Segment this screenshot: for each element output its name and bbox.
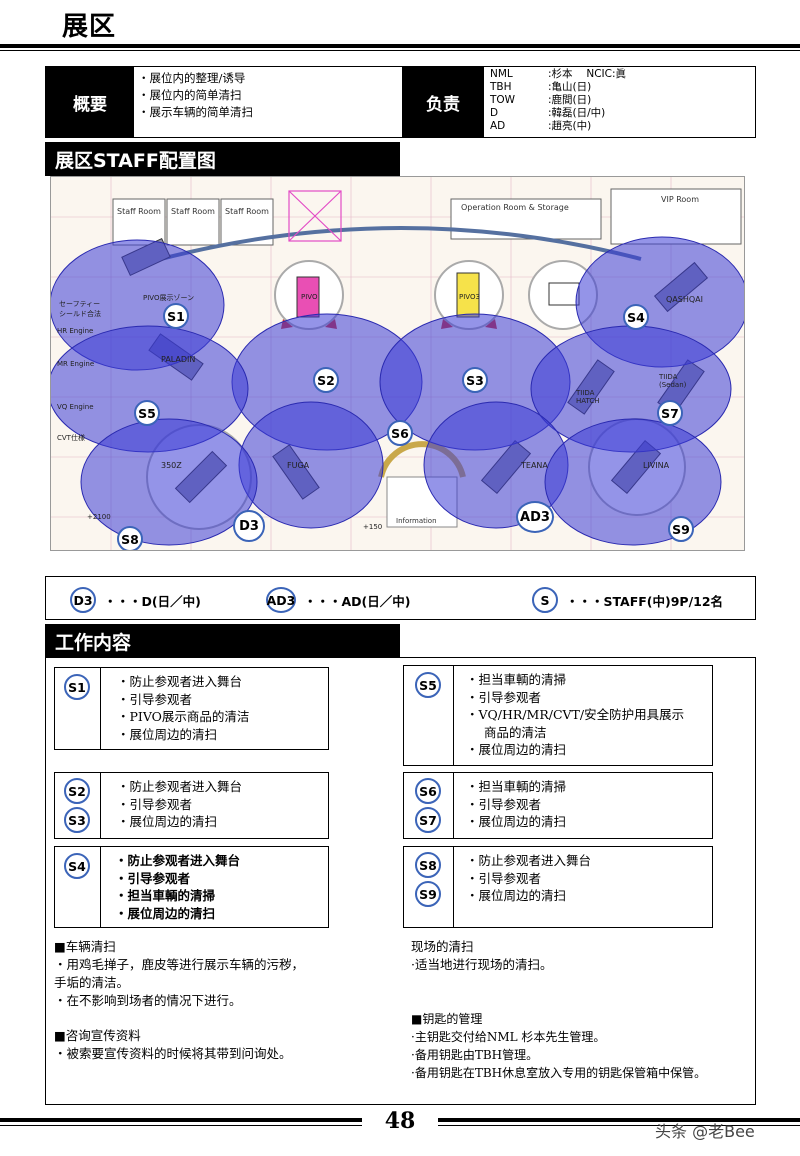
task-badge: S2 bbox=[64, 778, 90, 804]
legend-s: S ・・・STAFF(中)9P/12名 bbox=[532, 587, 723, 613]
tasks-panel: S1 防止参观者进入舞台 引导参观者 PIVO展示商品的清洁 展位周边的清扫 S… bbox=[45, 657, 756, 1105]
floor-plan-svg bbox=[51, 177, 744, 550]
zone-badge-s7: S7 bbox=[657, 400, 683, 426]
map-label: Staff Room bbox=[225, 207, 269, 216]
map-label: MR Engine bbox=[57, 360, 95, 368]
zone-badge-s1: S1 bbox=[163, 303, 189, 329]
footer-rule-right-thick bbox=[438, 1118, 800, 1122]
page-number: 48 bbox=[384, 1108, 416, 1134]
map-label: Staff Room bbox=[171, 207, 215, 216]
task-card-s1: S1 防止参观者进入舞台 引导参观者 PIVO展示商品的清洁 展位周边的清扫 bbox=[54, 667, 329, 750]
legend-ad3: AD3 ・・・AD(日／中) bbox=[266, 587, 410, 613]
task-lines: 防止参观者进入舞台 引导参观者 担当車輌的清掃 展位周边的清扫 bbox=[115, 852, 241, 922]
responsible-row: TBH:亀山(日) bbox=[490, 81, 592, 93]
legend: D3 ・・・D(日／中) AD3 ・・・AD(日／中) S ・・・STAFF(中… bbox=[45, 576, 756, 620]
task-card-s8-s9: S8 S9 防止参观者进入舞台 引导参观者 展位周边的清扫 bbox=[403, 846, 713, 928]
responsible-row: NML:杉本 NCIC:眞 bbox=[490, 68, 627, 80]
task-lines: 担当車輌的清掃 引导参观者 展位周边的清扫 bbox=[466, 778, 567, 831]
summary-item: 展示车辆的简单清扫 bbox=[138, 104, 254, 121]
task-lines: 防止参观者进入舞台 引导参观者 展位周边的清扫 bbox=[117, 778, 243, 831]
map-label: FUGA bbox=[287, 461, 310, 470]
responsible-row: TOW:鹿間(日) bbox=[490, 94, 592, 106]
responsible-row: AD:趙亮(中) bbox=[490, 120, 592, 132]
map-label: 350Z bbox=[161, 461, 182, 470]
task-badge: S1 bbox=[64, 674, 90, 700]
map-section-title: 展区STAFF配置图 bbox=[45, 142, 400, 176]
map-label: Staff Room bbox=[117, 207, 161, 216]
map-label: +150 bbox=[363, 523, 383, 531]
task-card-s5: S5 担当車輌的清掃 引导参观者 VQ/HR/MR/CVT/安全防护用具展示 商… bbox=[403, 665, 713, 766]
note-key-management: ■钥匙的管理 ·主钥匙交付给NML 杉本先生管理。 ·备用钥匙由TBH管理。 ·… bbox=[411, 1012, 707, 1080]
task-badge: S6 bbox=[415, 778, 441, 804]
footer-rule-left-thick bbox=[0, 1118, 362, 1122]
task-badge: S7 bbox=[415, 807, 441, 833]
task-badge: S9 bbox=[415, 881, 441, 907]
map-label: HR Engine bbox=[57, 327, 94, 335]
summary-table: 概要 展位内的整理/诱导 展位内的简单清扫 展示车辆的简单清扫 负责 NML:杉… bbox=[45, 66, 756, 138]
map-label: VQ Engine bbox=[57, 403, 94, 411]
map-label: TIIDA HATCH bbox=[576, 389, 600, 405]
map-label: +2100 bbox=[87, 513, 111, 521]
zone-badge-s4: S4 bbox=[623, 304, 649, 330]
footer-rule-left-thin bbox=[0, 1125, 362, 1126]
map-label: CVT仕様 bbox=[57, 434, 85, 442]
map-label: TEANA bbox=[521, 461, 548, 470]
footer-rule-right-thin bbox=[438, 1125, 800, 1126]
map-label: VIP Room bbox=[661, 195, 699, 204]
zone-badge-s3: S3 bbox=[462, 367, 488, 393]
task-card-s2-s3: S2 S3 防止参观者进入舞台 引导参观者 展位周边的清扫 bbox=[54, 772, 329, 839]
header-rule-thin bbox=[0, 50, 800, 51]
map-label: Information bbox=[396, 517, 437, 525]
task-card-s4: S4 防止参观者进入舞台 引导参观者 担当車輌的清掃 展位周边的清扫 bbox=[54, 846, 329, 928]
map-label: TIIDA (Sedan) bbox=[659, 373, 687, 389]
zone-badge-d3: D3 bbox=[233, 510, 265, 542]
task-card-s6-s7: S6 S7 担当車輌的清掃 引导参观者 展位周边的清扫 bbox=[403, 772, 713, 839]
map-label: セーフティーシールド合法 bbox=[59, 300, 101, 318]
task-badge: S4 bbox=[64, 853, 90, 879]
note-site-cleaning: 现场的清扫 ·适当地进行现场的清扫。 bbox=[411, 939, 553, 972]
note-car-cleaning: ■车辆清扫 ・用鸡毛掸子，鹿皮等进行展示车辆的污秽， 手垢的清洁。 ・在不影响到… bbox=[54, 939, 305, 1008]
task-lines: 担当車輌的清掃 引导参观者 VQ/HR/MR/CVT/安全防护用具展示 商品的清… bbox=[466, 671, 685, 759]
task-badge: S8 bbox=[415, 852, 441, 878]
watermark: 头条 @老Bee bbox=[655, 1122, 755, 1141]
responsible-list: NML:杉本 NCIC:眞 TBH:亀山(日) TOW:鹿間(日) D:韓磊(日… bbox=[490, 68, 718, 133]
summary-item: 展位内的简单清扫 bbox=[138, 87, 253, 104]
map-label: Operation Room & Storage bbox=[461, 203, 569, 212]
map-label: QASHQAI bbox=[666, 295, 703, 304]
map-label: PIVO展示ゾーン bbox=[143, 294, 195, 302]
zone-badge-s6: S6 bbox=[387, 420, 413, 446]
zone-badge-s9: S9 bbox=[668, 516, 694, 542]
summary-item: 展位内的整理/诱导 bbox=[138, 70, 253, 87]
legend-badge: S bbox=[532, 587, 558, 613]
zone-badge-s2: S2 bbox=[313, 367, 339, 393]
header-rule-thick bbox=[0, 44, 800, 48]
note-brochure: ■咨询宣传资料 ・被索要宣传资料的时候将其带到问询处。 bbox=[54, 1028, 292, 1061]
map-label: PALADIN bbox=[161, 355, 196, 364]
map-label: PIVO bbox=[301, 293, 318, 301]
summary-items: 展位内的整理/诱导 展位内的简单清扫 展示车辆的简单清扫 bbox=[138, 70, 254, 121]
work-section-title: 工作内容 bbox=[45, 624, 400, 658]
task-lines: 防止参观者进入舞台 引导参观者 PIVO展示商品的清洁 展位周边的清扫 bbox=[117, 673, 250, 743]
page-title: 展区 bbox=[62, 12, 117, 42]
zone-badge-s8: S8 bbox=[117, 526, 143, 550]
legend-d3: D3 ・・・D(日／中) bbox=[70, 587, 201, 613]
floor-map: Staff Room Staff Room Staff Room Operati… bbox=[50, 176, 745, 551]
summary-label: 概要 bbox=[46, 67, 134, 137]
legend-badge: AD3 bbox=[266, 587, 296, 613]
responsible-row: D:韓磊(日/中) bbox=[490, 107, 606, 119]
zone-badge-ad3: AD3 bbox=[516, 501, 554, 533]
task-badge: S3 bbox=[64, 807, 90, 833]
responsible-label: 负责 bbox=[402, 67, 484, 137]
task-badge: S5 bbox=[415, 672, 441, 698]
zone-badge-s5: S5 bbox=[134, 400, 160, 426]
map-label: LIVINA bbox=[643, 461, 670, 470]
legend-badge: D3 bbox=[70, 587, 96, 613]
map-label: PIVO3 bbox=[459, 293, 480, 301]
task-lines: 防止参观者进入舞台 引导参观者 展位周边的清扫 bbox=[466, 852, 592, 905]
